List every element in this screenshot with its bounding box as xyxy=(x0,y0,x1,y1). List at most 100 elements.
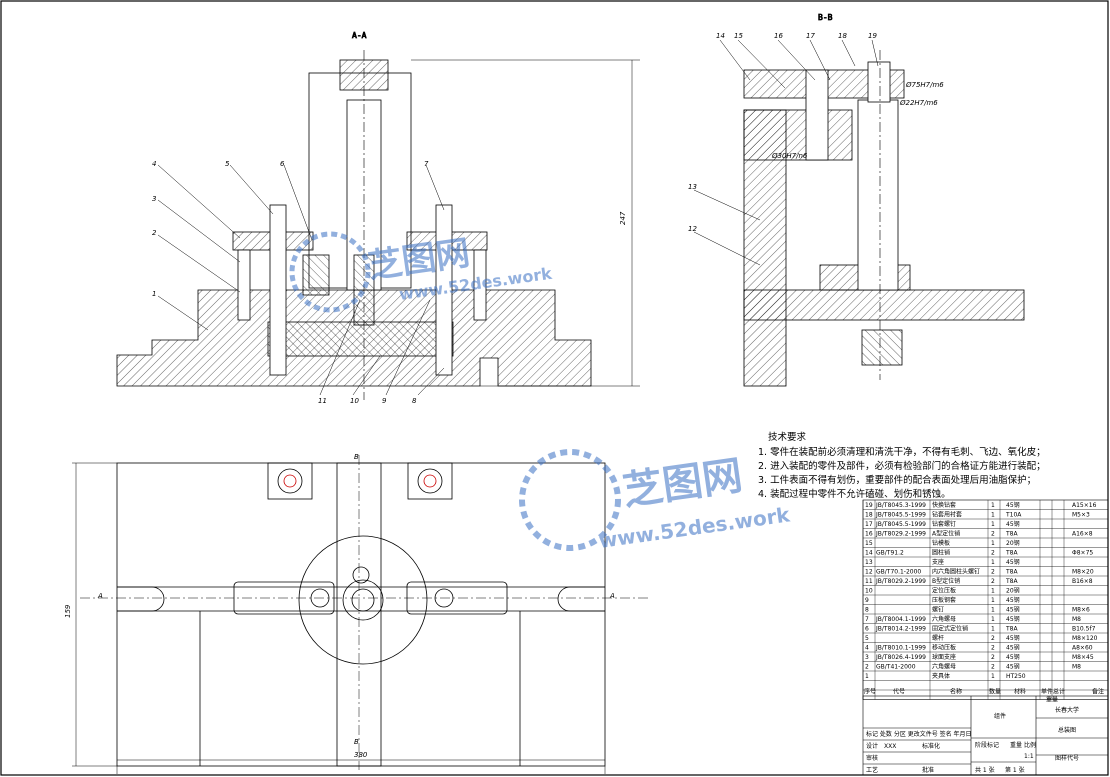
bom-cell: JB/T8014.2-1999 xyxy=(875,626,926,633)
cut-a-right: A xyxy=(609,592,615,600)
dim-plan-width: 380 xyxy=(354,751,368,759)
watermark-brand-2: 芝图网 xyxy=(620,453,745,515)
section-bb-view: B-B xyxy=(743,13,1025,387)
section-aa-view: A-A xyxy=(116,31,640,400)
bom-cell: M8×6 xyxy=(1072,607,1090,614)
bom-cell: 9 xyxy=(865,597,869,604)
bom-cell: 螺杆 xyxy=(932,634,944,642)
balloon-12: 12 xyxy=(688,225,697,233)
bom-cell: 1 xyxy=(991,588,995,595)
bom-cell: 1 xyxy=(991,607,995,614)
support-arm xyxy=(743,109,853,161)
watermark-globe xyxy=(289,231,371,313)
balloon-4: 4 xyxy=(152,160,156,168)
bom-cell: 45钢 xyxy=(1006,644,1020,652)
bom-cell: A8×60 xyxy=(1072,645,1093,652)
tb-school: 长春大学 xyxy=(1055,706,1079,714)
bom-cell: M5×3 xyxy=(1072,512,1090,519)
bom-header-cell: 代号 xyxy=(893,688,905,696)
bom-cell: 移动压板 xyxy=(932,644,956,652)
bom-cell: JB/T8045.5-1999 xyxy=(875,512,926,519)
bom-cell: JB/T8029.2-1999 xyxy=(875,531,926,538)
bom-header-cell: 序号 xyxy=(864,688,876,696)
bom-cell: 钻模板 xyxy=(932,539,950,547)
balloon-9: 9 xyxy=(382,397,387,405)
bom-cell: M8×120 xyxy=(1072,635,1098,642)
bom-cell: 45钢 xyxy=(1006,501,1020,509)
bom-cell: A15×16 xyxy=(1072,502,1097,509)
bom-cell: 2 xyxy=(991,654,995,661)
bom-cell: 2 xyxy=(991,531,995,538)
bom-header-cell: 单件 xyxy=(1041,688,1053,696)
bom-cell: 15 xyxy=(865,540,873,547)
bom-cell: JB/T8026.4-1999 xyxy=(875,654,926,661)
bom-cell: 2 xyxy=(865,664,869,671)
requirement-line-4: 4. 装配过程中零件不允许磕碰、划伤和锈蚀。 xyxy=(758,488,951,500)
tb-design-val: XXX xyxy=(884,743,896,750)
bom-cell: 11 xyxy=(865,578,873,585)
tb-part: 组件 xyxy=(994,712,1006,720)
tb-std: 标准化 xyxy=(922,742,940,750)
bom-cell: 45钢 xyxy=(1006,663,1020,671)
bom-header-cell: 备注 xyxy=(1092,688,1104,696)
balloon-15: 15 xyxy=(734,32,743,40)
requirement-line-3: 3. 工件表面不得有划伤，重要部件的配合表面处理后用油脂保护； xyxy=(758,474,1036,486)
balloon-2: 2 xyxy=(152,229,157,237)
bom-cell: T8A xyxy=(1005,531,1018,538)
requirement-line-1: 1. 零件在装配前必须清理和清洗干净，不得有毛刺、飞边、氧化皮； xyxy=(758,446,1046,458)
tb-sheet-total: 共 1 张 xyxy=(975,766,995,774)
requirement-line-2: 2. 进入装配的零件及部件，必须有检验部门的合格证方能进行装配； xyxy=(758,460,1046,472)
bom-cell: 14 xyxy=(865,550,873,557)
balloon-8: 8 xyxy=(412,397,417,405)
bom-cell: GB/T91.2 xyxy=(876,550,904,557)
base-plate xyxy=(267,321,454,357)
bom-cell: 6 xyxy=(865,626,869,633)
bom-cell: B10.5f7 xyxy=(1072,626,1096,633)
bom-cell: 1 xyxy=(991,597,995,604)
tb-stage: 阶段标记 xyxy=(975,741,999,749)
bom-cell: M8×20 xyxy=(1072,569,1094,576)
balloons-bb xyxy=(693,39,879,266)
bom-cell: 支座 xyxy=(932,558,944,566)
bom-cell: Φ8×75 xyxy=(1072,550,1093,557)
bom-cell: T8A xyxy=(1005,626,1018,633)
bom-cell: 5 xyxy=(865,635,869,642)
bom-cell: 2 xyxy=(991,578,995,585)
bom-cell: JB/T8045.5-1999 xyxy=(875,521,926,528)
technical-requirements: 技术要求 1. 零件在装配前必须清理和清洗干净，不得有毛刺、飞边、氧化皮； 2.… xyxy=(758,431,1046,500)
bom-cell: 45钢 xyxy=(1006,596,1020,604)
bom-cell: GB/T70.1-2000 xyxy=(876,569,921,576)
round-table xyxy=(298,535,428,665)
balloon-14: 14 xyxy=(716,32,725,40)
bom-cell: 45钢 xyxy=(1006,634,1020,642)
fit-22: Ø22H7/m6 xyxy=(899,99,938,107)
tb-check: 审核 xyxy=(866,754,878,762)
bom-cell: M8 xyxy=(1072,616,1081,623)
bom-cell: 45钢 xyxy=(1006,606,1020,614)
bom-cell: GB/T41-2000 xyxy=(876,664,916,671)
bom-cell: T10A xyxy=(1005,512,1022,519)
bom-header-cell: 材料 xyxy=(1014,688,1026,696)
fit-30: Ø30H7/n6 xyxy=(771,152,808,160)
bom-cell: 20钢 xyxy=(1006,539,1020,547)
balloon-11: 11 xyxy=(318,397,327,405)
plan-outline xyxy=(116,462,606,767)
bom-cell: 1 xyxy=(991,616,995,623)
bom-cell: B型定位销 xyxy=(932,577,960,585)
bom-cell: 螺钉 xyxy=(932,606,944,614)
bom-cell: A型定位销 xyxy=(932,530,960,538)
bom-cell: 45钢 xyxy=(1006,558,1020,566)
bom-cell: 1 xyxy=(991,512,995,519)
requirements-title: 技术要求 xyxy=(768,431,807,443)
balloon-3: 3 xyxy=(152,195,156,203)
bom-cell: 六角螺母 xyxy=(932,615,956,623)
balloon-5: 5 xyxy=(225,160,230,168)
balloon-13: 13 xyxy=(688,183,697,191)
bom-cell: 7 xyxy=(865,616,869,623)
cut-b-top: B xyxy=(354,453,359,461)
balloon-6: 6 xyxy=(280,160,285,168)
bom-cell: A16×8 xyxy=(1072,531,1093,538)
tb-sheet-no: 第 1 张 xyxy=(1005,766,1025,774)
section-bb-title: B-B xyxy=(818,13,833,22)
